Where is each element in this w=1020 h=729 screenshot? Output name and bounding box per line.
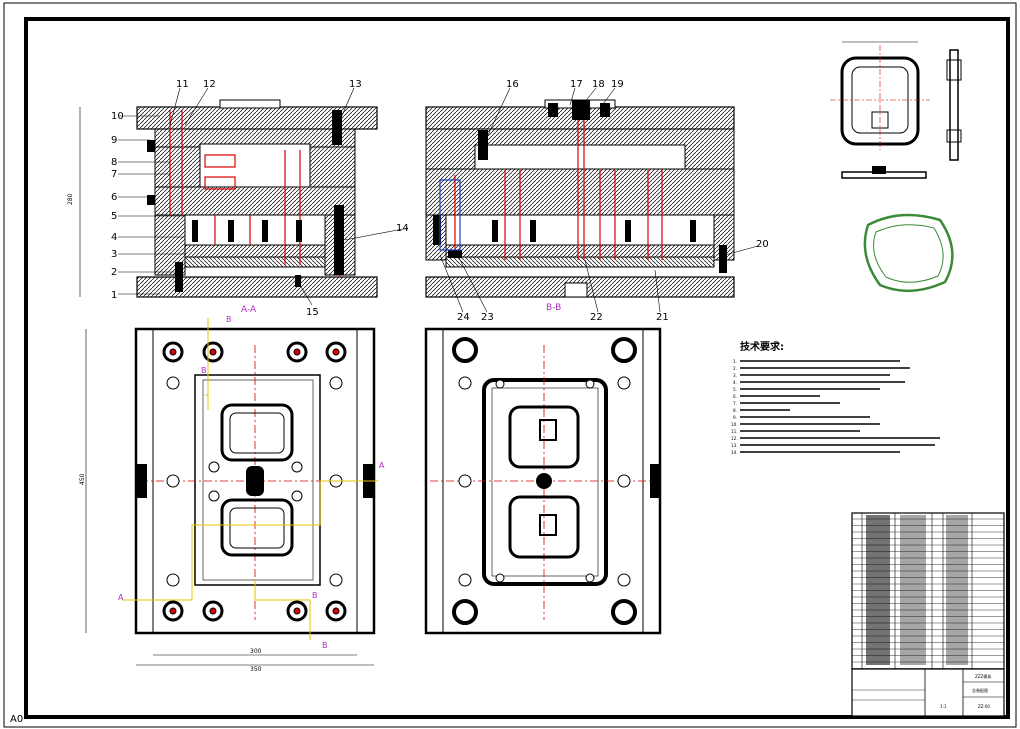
tech-req-line-13: 13. <box>731 443 738 448</box>
cut-marker-b-inner-2: B <box>312 591 318 600</box>
tech-req-line-2: 2. <box>733 366 737 371</box>
cut-marker-b-inner: B <box>201 366 207 375</box>
parts-list <box>851 512 1005 670</box>
technical-requirements: 技术要求: 1. 2. 3. 4. 5. 6. 7. 8. 9. <box>731 340 940 455</box>
cut-marker-b-top: B <box>226 315 232 324</box>
callout-labels-left: 1 2 3 4 5 6 7 8 9 10 11 12 13 14 15 <box>111 79 409 318</box>
part-views <box>830 41 962 293</box>
callout-3: 3 <box>111 249 117 260</box>
callout-15: 15 <box>306 307 319 318</box>
cut-marker-a-right: A <box>379 461 385 470</box>
dim-width-inner: 300 <box>250 648 262 655</box>
tech-req-line-14: 14. <box>731 450 738 455</box>
callout-16: 16 <box>506 79 519 90</box>
dim-height-top: 280 <box>67 193 74 205</box>
cut-marker-b-bottom: B <box>322 641 328 650</box>
callout-11: 11 <box>176 79 189 90</box>
callout-4: 4 <box>111 232 117 243</box>
callout-7: 7 <box>111 169 117 180</box>
title-block: ZZZ模具 总装配图 1:1 ZZ-00 <box>851 668 1005 717</box>
tech-req-line-5: 5. <box>733 387 737 392</box>
callout-22: 22 <box>590 312 603 323</box>
callout-6: 6 <box>111 192 117 203</box>
tech-req-line-8: 8. <box>733 408 737 413</box>
callout-9: 9 <box>111 135 117 146</box>
tech-req-line-11: 11. <box>731 429 738 434</box>
callout-1: 1 <box>111 290 117 301</box>
cut-marker-a-left: A <box>118 593 124 602</box>
title-block-part-name: ZZZ模具 <box>975 673 991 679</box>
callout-13: 13 <box>349 79 362 90</box>
tech-req-line-4: 4. <box>733 380 737 385</box>
callout-5: 5 <box>111 211 117 222</box>
tech-req-title: 技术要求: <box>740 340 784 353</box>
callout-21: 21 <box>656 312 669 323</box>
dim-height-plan: 450 <box>79 473 86 485</box>
callout-12: 12 <box>203 79 216 90</box>
callout-23: 23 <box>481 312 494 323</box>
section-label-b-b: B-B <box>546 303 561 313</box>
sheet-size-mark: A0 <box>10 714 23 725</box>
callout-8: 8 <box>111 157 117 168</box>
callout-17: 17 <box>570 79 583 90</box>
section-view-a-a: 280 <box>67 99 378 298</box>
callouts-right <box>439 87 759 313</box>
callout-18: 18 <box>592 79 605 90</box>
tech-req-line-1: 1. <box>733 359 737 364</box>
tech-req-line-7: 7. <box>733 401 737 406</box>
drawing-frame <box>24 17 1010 719</box>
plan-view-fixed-half: 450 300 350 <box>79 318 378 673</box>
callout-labels-right: 16 17 18 19 20 21 22 23 24 <box>457 79 769 323</box>
callout-19: 19 <box>611 79 624 90</box>
callout-24: 24 <box>457 312 470 323</box>
callout-2: 2 <box>111 267 117 278</box>
plan-view-moving-half <box>424 327 662 635</box>
title-block-scale: 1:1 <box>940 704 947 709</box>
dim-width-outer: 350 <box>250 666 262 673</box>
tech-req-line-3: 3. <box>733 373 737 378</box>
section-view-b-b <box>425 99 735 298</box>
tech-req-line-12: 12. <box>731 436 738 441</box>
callout-10: 10 <box>111 111 124 122</box>
tech-req-line-6: 6. <box>733 394 737 399</box>
callout-20: 20 <box>756 239 769 250</box>
callouts-left <box>118 87 409 306</box>
section-label-a-a: A-A <box>241 305 257 315</box>
cut-markers: B A A B B B <box>118 315 385 650</box>
title-block-drawing-name: 总装配图 <box>972 687 988 693</box>
callout-14: 14 <box>396 223 409 234</box>
tech-req-line-9: 9. <box>733 415 737 420</box>
title-block-number: ZZ-00 <box>978 704 990 709</box>
tech-req-line-10: 10. <box>731 422 738 427</box>
outer-border <box>3 2 1017 728</box>
